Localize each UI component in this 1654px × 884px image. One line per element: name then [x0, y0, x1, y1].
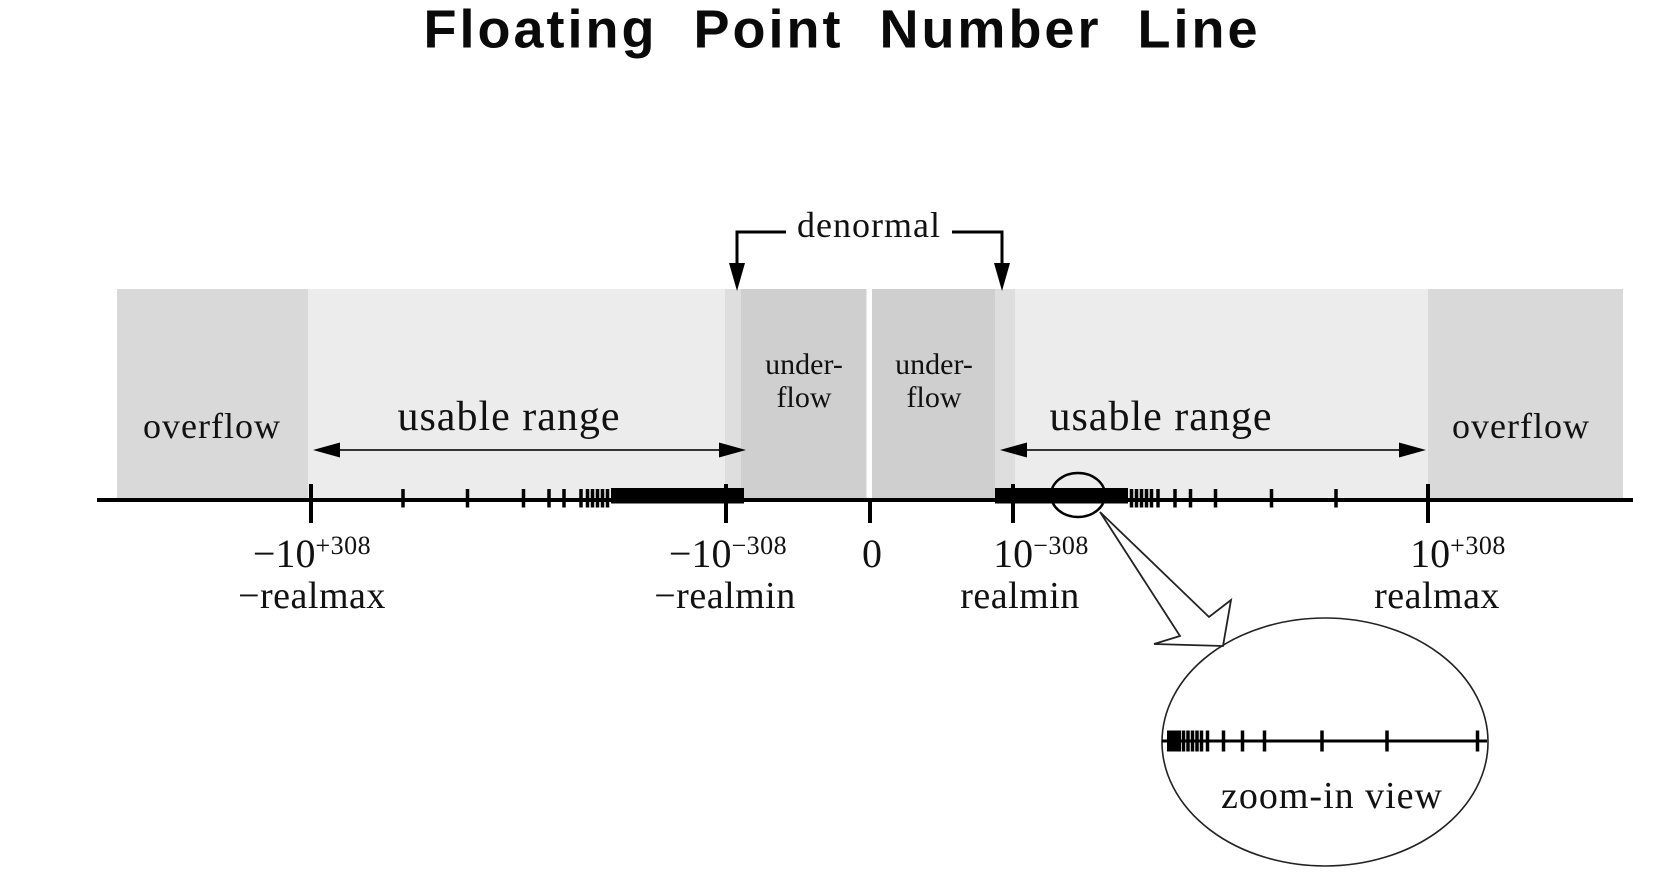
zoom-view-dense-block [1167, 730, 1181, 752]
callout-arrow-icon [1099, 511, 1233, 647]
down-arrowhead-right-icon [994, 263, 1010, 291]
underflow-label-right-line1: under- [895, 348, 973, 381]
page-title: Floating Point Number Line [423, 0, 1261, 60]
usable-range-arrow-left [313, 442, 746, 458]
value-exponent: −308 [1033, 531, 1089, 560]
underflow-label-left: under- flow [765, 348, 843, 414]
arrowhead-left-icon [313, 442, 340, 458]
underflow-label-left-line2: flow [776, 381, 832, 414]
zero-label: 0 [862, 531, 882, 576]
overflow-label-left: overflow [143, 406, 281, 447]
overflow-label-right: overflow [1452, 406, 1590, 447]
bracket-lines [735, 230, 1004, 266]
value-exponent: +308 [1450, 531, 1506, 560]
usable-range-label-right: usable range [1049, 393, 1273, 440]
zoom-view-ticks-group [1167, 730, 1480, 752]
usable-range-arrow-right [1000, 442, 1426, 458]
realmin-name-label: realmin [960, 575, 1080, 618]
neg-realmin-name-label: −realmin [654, 575, 796, 618]
zoom-in-view-label: zoom-in view [1220, 775, 1444, 818]
minor-ticks-group [401, 489, 1338, 508]
realmin-value-label: 10−308 [993, 531, 1089, 576]
denormal-bracket [729, 230, 1010, 291]
underflow-label-right-line2: flow [906, 381, 962, 414]
dense-numbers-bar [611, 488, 744, 504]
neg-realmax-value-label: −10+308 [252, 531, 372, 576]
overflow-band-left [117, 289, 308, 500]
arrowhead-right-icon [719, 442, 746, 458]
usable-range-label-left: usable range [397, 393, 621, 440]
down-arrowhead-left-icon [729, 263, 745, 291]
usable-band-left [308, 289, 725, 500]
value-exponent: −308 [731, 531, 788, 560]
underflow-label-right: under- flow [895, 348, 973, 414]
magnifier-circle [1049, 471, 1107, 519]
value-exponent: +308 [315, 531, 372, 560]
denormal-label: denormal [797, 205, 941, 246]
underflow-band-left [741, 289, 867, 500]
value-base: −10 [668, 531, 732, 576]
value-base: 10 [993, 531, 1034, 576]
realmax-name-label: realmax [1374, 575, 1500, 618]
value-base: 10 [1410, 531, 1451, 576]
dense-numbers-bar [995, 488, 1128, 504]
usable-band-right [1015, 289, 1428, 500]
underflow-edge-strip-right [995, 289, 1015, 500]
arrowhead-right-icon [1399, 442, 1426, 458]
neg-realmin-value-label: −10−308 [668, 531, 788, 576]
neg-realmax-name-label: −realmax [238, 575, 386, 618]
value-base: −10 [252, 531, 316, 576]
realmax-value-label: 10+308 [1410, 531, 1506, 576]
underflow-label-left-line1: under- [765, 348, 843, 381]
arrowhead-left-icon [1000, 442, 1027, 458]
underflow-band-right [872, 289, 995, 500]
underflow-edge-strip-left [725, 289, 741, 500]
dense-bars-group [611, 488, 1128, 504]
overflow-band-right [1428, 289, 1623, 500]
